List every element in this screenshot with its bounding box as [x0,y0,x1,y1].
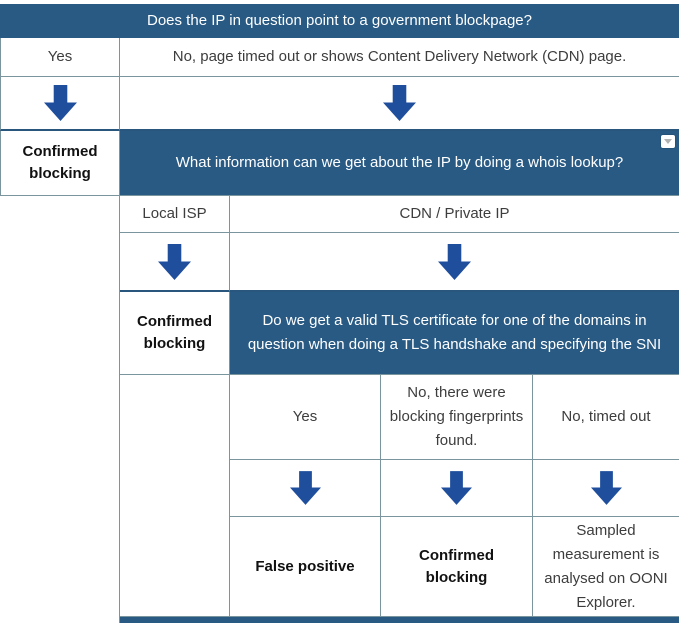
q3-answer-fingerprints-cell: No, there were blocking fingerprints fou… [381,375,533,460]
empty-second-column-cell [120,375,230,617]
question-3-header: Do we get a valid TLS certificate for on… [230,292,679,375]
q1-answer-no-cell: No, page timed out or shows Content Deli… [120,38,679,77]
arrow-cell [120,77,679,131]
arrow-cell [0,77,120,131]
down-arrow-icon [590,471,622,505]
arrow-cell [230,233,679,292]
outcome-confirmed-blocking-1: Confirmed blocking [0,131,120,196]
question-1-header: Does the IP in question point to a gover… [0,4,679,38]
down-arrow-icon [441,471,472,505]
down-arrow-icon [43,85,77,121]
outcome-false-positive: False positive [230,517,381,617]
arrow-cell [120,233,230,292]
next-row-header-strip [120,617,679,623]
down-arrow-icon [383,85,416,121]
q2-answer-local-isp-cell: Local ISP [120,196,230,233]
outcome-confirmed-blocking-2: Confirmed blocking [120,292,230,375]
question-2-header: What information can we get about the IP… [120,131,679,196]
question-2-text: What information can we get about the IP… [175,154,624,171]
arrow-cell [230,460,381,517]
q3-answer-yes-cell: Yes [230,375,381,460]
down-arrow-icon [438,243,471,280]
arrow-cell [381,460,533,517]
dropdown-arrow-icon[interactable] [661,135,675,148]
outcome-sampled-measurement: Sampled measurement is analysed on OONI … [533,517,679,617]
q3-answer-timeout-cell: No, timed out [533,375,679,460]
down-arrow-icon [289,471,321,505]
outcome-confirmed-blocking-3: Confirmed blocking [381,517,533,617]
dropdown-triangle [664,139,672,144]
q2-answer-cdn-cell: CDN / Private IP [230,196,679,233]
down-arrow-icon [158,243,191,280]
decision-flowchart-table: Does the IP in question point to a gover… [0,4,679,623]
empty-left-column-cell [0,196,120,623]
arrow-cell [533,460,679,517]
q1-answer-yes-cell: Yes [0,38,120,77]
